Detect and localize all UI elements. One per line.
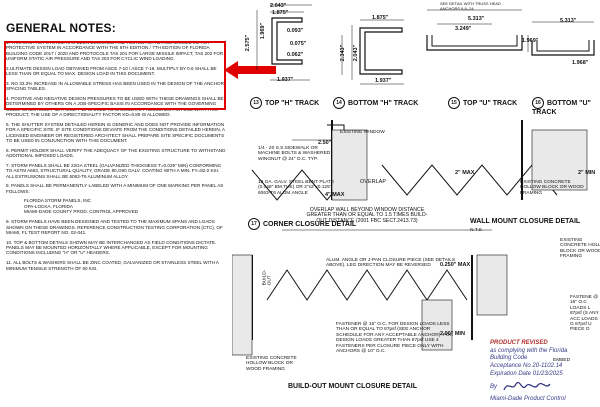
dim-2max: 2" MAX (455, 170, 475, 176)
title-corner-closure-text: CORNER CLOSURE DETAIL (263, 220, 357, 228)
label-embed: EMBED (553, 358, 571, 363)
note-5: 5. THE SHUTTER SYSTEM DETAILED HEREIN IS… (6, 122, 228, 143)
stamp-line-5: Expiration Date 01/23/2025 (490, 371, 563, 377)
detail-number-17: 17 (248, 218, 260, 230)
detail-number-13: 13 (250, 97, 262, 109)
note-10-text: 10. TOP & BOTTOM DETAILS SHOWN MAY BE IN… (6, 239, 217, 256)
dim-5313a: 5.313" (468, 16, 485, 22)
note-8: 8. PANELS SHALL BE PERMANENTLY LABELED W… (6, 183, 228, 214)
label-overlap: OVERLAP (360, 179, 386, 185)
detail-number-15: 15 (448, 97, 460, 109)
dim-5313b: 5.313" (560, 18, 577, 24)
note-8-line-1: FLORIDA STORM PANELS, INC (24, 197, 91, 203)
note-11-text: 11. ALL BOLTS & WASHERS SHALL BE ZINC CO… (6, 260, 219, 271)
note-1-highlight-box (4, 41, 226, 110)
detail-number-14: 14 (333, 97, 345, 109)
dim-1875b: 1.875" (372, 15, 389, 21)
label-existing-concrete: EXISTING CONCRETE HOLLOW BLOCK OR WOOD F… (520, 180, 584, 196)
note-9-text: 9. STORM PANELS HAVE BEEN DESIGNED AND T… (6, 219, 223, 235)
dim-075: 0.075" (290, 41, 307, 47)
stamp-line-7: Miami-Dade Product Control (490, 396, 566, 402)
label-fastener: FASTENER @ 15" O.C. FOR DESIGN LOADS LES… (336, 322, 454, 355)
title-buildout-closure: BUILD-OUT MOUNT CLOSURE DETAIL (288, 383, 417, 390)
bottom-h-track-drawing (341, 19, 404, 85)
note-6-text: 6. PERMIT HOLDER SHALL VERIFY THE ADEQUA… (6, 147, 226, 159)
title-wall-mount-closure: WALL MOUNT CLOSURE DETAIL (470, 218, 581, 225)
dim-1969b: 1.969" (522, 38, 539, 44)
bottom-u-track-drawing (531, 21, 595, 56)
stamp-line-4: Acceptance No 20-1102.14 (490, 363, 563, 369)
top-h-track-drawing (256, 4, 312, 81)
dim-1968: 1.968" (572, 60, 589, 66)
label-bent-plate: 18 GA. GALV. STEEL BENT PLATE (0.048" BM… (258, 180, 335, 196)
note-2-text: 2.ULTIMATE DESIGN LOAD OBTAINED FROM ASC… (6, 65, 217, 77)
dim-2343: 2.343" (340, 44, 347, 62)
note-9: 9. STORM PANELS HAVE BEEN DESIGNED AND T… (6, 219, 228, 235)
dim-200: 2.00" MIN (440, 331, 465, 337)
dim-062: 0.062" (287, 52, 304, 58)
note-8-text: 8. PANELS SHALL BE PERMANENTLY LABELED W… (6, 183, 224, 194)
stamp-line-2: as complying with the Florida (490, 348, 568, 354)
note-8-line-3: MIAMI-DADE COUNTY PROD. CONTROL APPROVED (24, 209, 139, 215)
dim-2043: 2.043" (270, 3, 287, 9)
dim-093: 0.093" (287, 28, 304, 34)
label-existing-concrete-3: EXISTING CONCRETE HOLLOW BLOCK OR WOOD F… (560, 238, 600, 260)
dim-4max: 4" MAX (325, 192, 345, 198)
note-5-text: 5. THE SHUTTER SYSTEM DETAILED HEREIN IS… (6, 121, 225, 143)
signature-icon (503, 382, 551, 391)
note-11: 11. ALL BOLTS & WASHERS SHALL BE ZINC CO… (6, 260, 228, 271)
dim-250: 2.50" (318, 140, 332, 146)
label-existing-window: EXISTING WINDOW (340, 130, 385, 135)
stamp-line-6: By (490, 384, 498, 390)
title-top-h-track-text: TOP "H" TRACK (265, 99, 320, 107)
note-7-text: 7. STORM PANELS SHALL BE 22GA STEEL (GAL… (6, 162, 222, 179)
note-8-line-2: OPA-LOCKA, FLORIDA (24, 203, 73, 209)
dim-maxb: 2" MIN (578, 170, 596, 176)
dim-1937b: 1.937" (375, 78, 392, 84)
red-arrow-icon (224, 61, 276, 79)
label-existing-concrete-2: EXISTING CONCRETE HOLLOW BLOCK OR WOOD F… (246, 356, 297, 372)
note-6: 6. PERMIT HOLDER SHALL VERIFY THE ADEQUA… (6, 148, 228, 159)
title-bottom-h-track-text: BOTTOM "H" TRACK (348, 99, 419, 107)
product-approval-stamp: PRODUCT REVISED as complying with the Fl… (488, 340, 600, 407)
stamp-line-1: PRODUCT REVISED (490, 340, 548, 346)
label-nts: N.T.S. (470, 228, 484, 233)
note-10: 10. TOP & BOTTOM DETAILS SHOWN MAY BE IN… (6, 240, 228, 256)
dim-1937a: 1.937" (277, 77, 294, 83)
buildout-closure-drawing (232, 229, 508, 356)
note-7: 7. STORM PANELS SHALL BE 22GA STEEL (GAL… (6, 163, 228, 179)
label-alum-angle: ALUM. ANGLE OR J-PAN CLOSURE PIECE (SEE … (326, 258, 456, 269)
technical-drawings (232, 4, 595, 356)
dim-3249: 3.249" (455, 26, 472, 32)
general-notes-list: 1. THIS SHUTTER SYSTEM HAS BEEN DESIGNED… (6, 40, 228, 276)
title-bottom-u-track-text: BOTTOM "U" TRACK (532, 99, 591, 116)
corner-closure-drawing (251, 120, 368, 201)
label-fastener-right: FASTENE @ 15" O.C LOADS L 87psf (S ANY A… (570, 295, 599, 333)
note-3: 3. NO 33.3% INCREASE IN ALLOWABLE STRESS… (6, 81, 228, 92)
note-2: 2.ULTIMATE DESIGN LOAD OBTAINED FROM ASC… (6, 66, 228, 77)
dim-2575: 2.575" (245, 34, 252, 52)
label-overlap-wall: OVERLAP WALL BEYOND WINDOW DISTANCE GREA… (306, 207, 428, 224)
dim-1875: 1.875" (272, 10, 289, 16)
dim-2043b: 2.043" (353, 44, 360, 62)
label-bolts: 1/4 - 20 S.S.SIDEWALK OR MACHINE BOLTS &… (258, 146, 331, 162)
note-3-text: 3. NO 33.3% INCREASE IN ALLOWABLE STRESS… (6, 80, 224, 92)
wall-mount-closure-drawing (381, 120, 588, 200)
title-top-u-track-text: TOP "U" TRACK (463, 99, 518, 107)
detail-number-16: 16 (532, 97, 544, 109)
dim-0250: 0.250" MAX (440, 262, 471, 268)
label-build-out: BUILD-OUT (262, 269, 273, 286)
notes-title: GENERAL NOTES: (6, 21, 116, 35)
stamp-line-3: Building Code (490, 355, 528, 361)
top-u-track-drawing (426, 9, 529, 52)
dim-1969: 1.969" (260, 22, 267, 40)
truss-note: SEE DETAIL WITH TRUSS HEAD ANCHORS 6,8,-… (440, 1, 501, 12)
